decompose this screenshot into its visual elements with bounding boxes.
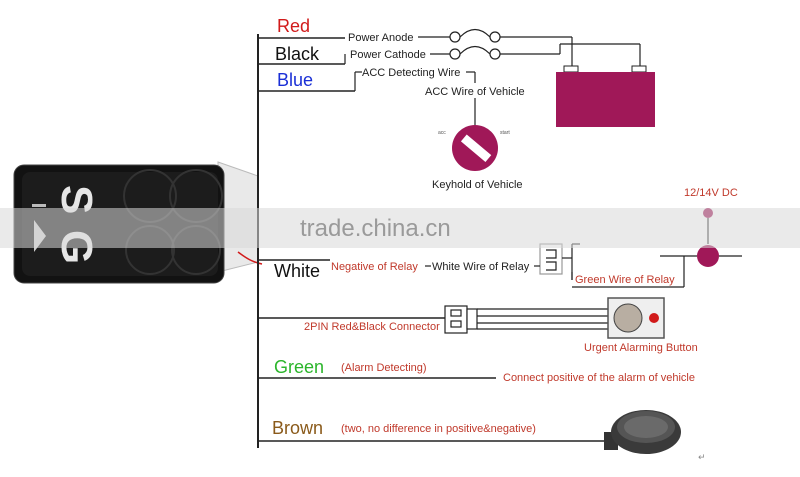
power-cathode-label: Power Cathode (350, 49, 426, 61)
white-wire-label: White (274, 261, 320, 281)
power-anode-label: Power Anode (348, 32, 413, 44)
speaker-icon (604, 410, 681, 454)
watermark-text: trade.china.cn (300, 215, 451, 242)
dc-voltage-label: 12/14V DC (684, 187, 738, 199)
white-wire-of-relay-label: White Wire of Relay (432, 261, 530, 273)
acc-detecting-wire-label: ACC Detecting Wire (362, 67, 460, 79)
blue-wire-label: Blue (277, 70, 313, 90)
light-load-icon (697, 245, 719, 267)
connector-icon (444, 305, 478, 334)
no-difference-label: (two, no difference in positive&negative… (341, 423, 536, 435)
keyhold-label: Keyhold of Vehicle (432, 179, 523, 191)
ignition-key-icon: acc start (438, 125, 510, 171)
svg-text:acc: acc (438, 130, 446, 136)
battery-icon (556, 65, 655, 127)
green-wire-label: Green (274, 357, 324, 377)
urgent-button-icon (607, 297, 665, 339)
brown-wire-label: Brown (272, 418, 323, 438)
alarm-detecting-label: (Alarm Detecting) (341, 362, 427, 374)
red-wire-label: Red (277, 16, 310, 36)
svg-text:↵: ↵ (698, 452, 706, 462)
urgent-alarming-button-label: Urgent Alarming Button (584, 342, 698, 354)
acc-wire-of-vehicle-label: ACC Wire of Vehicle (425, 86, 525, 98)
green-wire-of-relay-label: Green Wire of Relay (575, 274, 675, 286)
svg-text:start: start (500, 130, 510, 136)
black-wire-label: Black (275, 44, 320, 64)
negative-of-relay-label: Negative of Relay (331, 261, 418, 273)
fuse-icon (449, 28, 501, 60)
relay-icon (539, 243, 580, 280)
watermark-band (0, 208, 800, 248)
connect-positive-label: Connect positive of the alarm of vehicle (503, 372, 695, 384)
connector-label: 2PIN Red&Black Connector (304, 321, 440, 333)
